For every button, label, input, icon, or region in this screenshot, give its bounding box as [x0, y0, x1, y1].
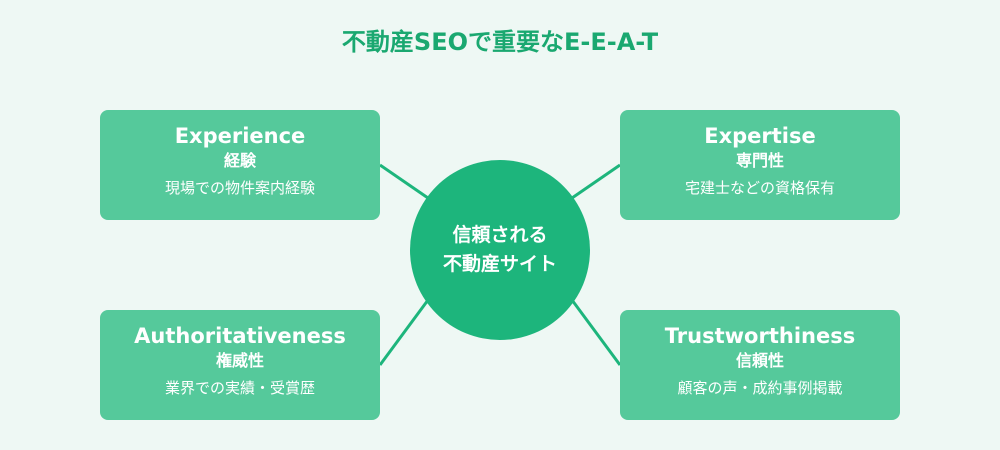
box-en-label: Experience [174, 124, 306, 148]
box-jp-label: 経験 [223, 151, 256, 170]
center-circle: 信頼される 不動産サイト [410, 160, 590, 340]
center-line-1: 信頼される [452, 224, 548, 246]
box-description: 業界での実績・受賞歴 [164, 379, 315, 397]
connector-authoritativeness [378, 299, 430, 366]
box-trustworthiness: Trustworthiness 信頼性 顧客の声・成約事例掲載 [620, 310, 900, 420]
box-en-label: Expertise [704, 124, 816, 148]
box-jp-label: 信頼性 [735, 351, 784, 370]
box-description: 顧客の声・成約事例掲載 [677, 379, 843, 397]
connector-expertise [571, 163, 621, 200]
center-line-2: 不動産サイト [442, 253, 557, 275]
box-description: 現場での物件案内経験 [164, 179, 315, 197]
box-en-label: Trustworthiness [664, 324, 856, 348]
connector-trustworthiness [570, 299, 622, 366]
diagram-title: 不動産SEOで重要なE-E-A-T [341, 28, 659, 56]
box-experience: Experience 経験 現場での物件案内経験 [100, 110, 380, 220]
box-authoritativeness: Authoritativeness 権威性 業界での実績・受賞歴 [100, 310, 380, 420]
box-en-label: Authoritativeness [134, 324, 346, 348]
box-jp-label: 権威性 [215, 351, 264, 370]
connector-experience [379, 163, 429, 200]
box-jp-label: 専門性 [735, 151, 784, 170]
box-description: 宅建士などの資格保有 [684, 179, 835, 197]
box-expertise: Expertise 専門性 宅建士などの資格保有 [620, 110, 900, 220]
